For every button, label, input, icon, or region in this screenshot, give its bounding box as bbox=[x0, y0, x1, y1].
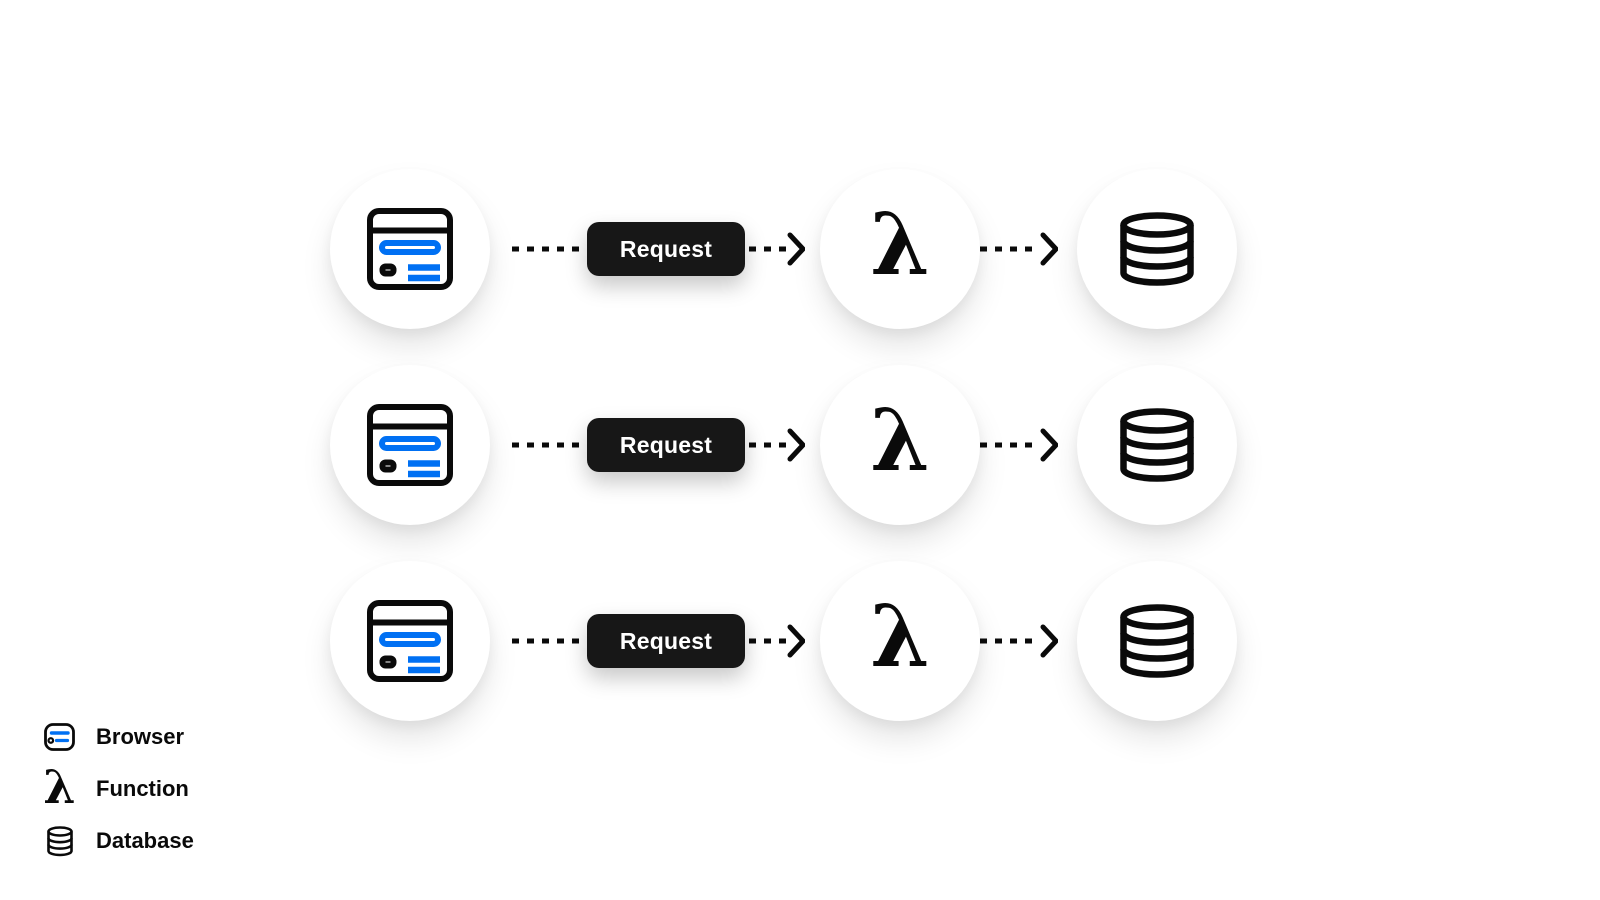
legend-item-function: λ Function bbox=[43, 760, 189, 814]
arrowhead-icon bbox=[1040, 624, 1058, 658]
dashed-arrow-connector bbox=[749, 624, 805, 658]
database-icon bbox=[44, 825, 75, 857]
database-node bbox=[1077, 561, 1237, 721]
request-pill: Request bbox=[587, 614, 745, 668]
dashed-connector bbox=[512, 246, 580, 252]
dashed-connector bbox=[512, 638, 580, 644]
browser-icon bbox=[367, 208, 453, 290]
browser-icon bbox=[44, 723, 75, 751]
legend-item-browser: Browser bbox=[44, 717, 184, 757]
request-label: Request bbox=[619, 431, 713, 458]
request-label: Request bbox=[619, 627, 713, 654]
database-icon bbox=[1120, 408, 1194, 482]
browser-node bbox=[330, 365, 490, 525]
arrowhead-icon bbox=[787, 428, 805, 462]
dashed-arrow-connector bbox=[980, 624, 1058, 658]
flow-row: Request λ bbox=[0, 365, 1600, 525]
dashed-arrow-connector bbox=[980, 232, 1058, 266]
lambda-icon: λ bbox=[870, 390, 930, 491]
database-icon bbox=[1120, 212, 1194, 286]
dashed-connector bbox=[512, 442, 580, 448]
request-label: Request bbox=[619, 235, 713, 262]
legend-label: Browser bbox=[96, 724, 185, 749]
arrowhead-icon bbox=[1040, 232, 1058, 266]
lambda-icon: λ bbox=[870, 194, 930, 295]
lambda-node: λ bbox=[820, 169, 980, 329]
browser-node bbox=[330, 561, 490, 721]
database-node bbox=[1077, 365, 1237, 525]
browser-node bbox=[330, 169, 490, 329]
browser-icon bbox=[367, 404, 453, 486]
flow-row: Request λ bbox=[0, 561, 1600, 721]
legend-label: Database bbox=[96, 828, 194, 853]
database-node bbox=[1077, 169, 1237, 329]
dashed-arrow-connector bbox=[980, 428, 1058, 462]
legend-label: Function bbox=[96, 776, 189, 801]
request-pill: Request bbox=[587, 418, 745, 472]
browser-icon bbox=[367, 600, 453, 682]
dashed-arrow-connector bbox=[749, 232, 805, 266]
lambda-icon: λ bbox=[870, 586, 930, 687]
database-icon bbox=[1120, 604, 1194, 678]
legend-item-database: Database bbox=[44, 821, 194, 861]
lambda-node: λ bbox=[820, 561, 980, 721]
arrowhead-icon bbox=[1040, 428, 1058, 462]
arrowhead-icon bbox=[787, 232, 805, 266]
request-pill: Request bbox=[587, 222, 745, 276]
lambda-node: λ bbox=[820, 365, 980, 525]
arrowhead-icon bbox=[787, 624, 805, 658]
flow-row: Request λ bbox=[0, 169, 1600, 329]
lambda-icon: λ bbox=[43, 760, 76, 814]
dashed-arrow-connector bbox=[749, 428, 805, 462]
